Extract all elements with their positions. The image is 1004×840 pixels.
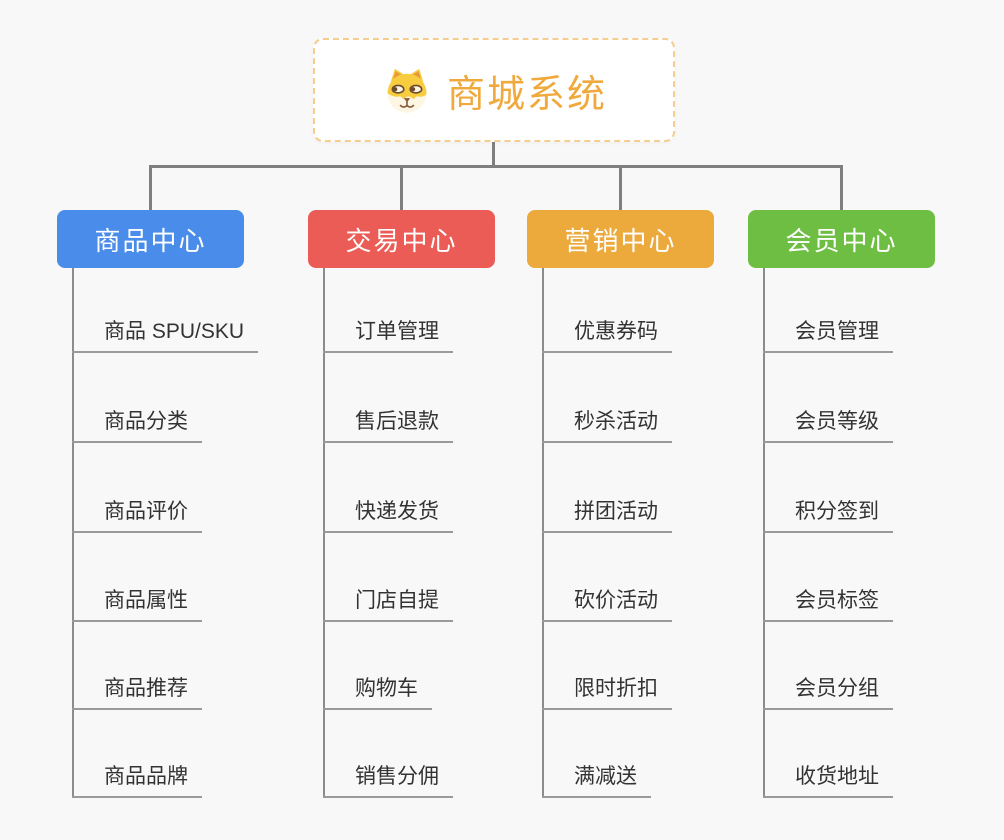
child-trunk-line: [323, 268, 325, 798]
child-trunk-line: [542, 268, 544, 798]
branch-member-center[interactable]: 会员中心: [748, 210, 935, 268]
child-topic[interactable]: 门店自提: [323, 589, 453, 622]
root-topic-title: 商城系统: [446, 73, 607, 116]
child-topic[interactable]: 拼团活动: [542, 500, 672, 533]
child-topic[interactable]: 订单管理: [323, 320, 453, 353]
child-trunk-line: [72, 268, 74, 798]
branch-product-center[interactable]: 商品中心: [57, 210, 244, 268]
child-topic[interactable]: 商品评价: [72, 500, 202, 533]
root-topic[interactable]: 商城系统: [313, 38, 675, 142]
child-trunk-line: [763, 268, 765, 798]
child-topic[interactable]: 限时折扣: [542, 677, 672, 710]
child-topic[interactable]: 收货地址: [763, 765, 893, 798]
dog-icon: [381, 64, 433, 116]
child-topic[interactable]: 会员等级: [763, 410, 893, 443]
branch-connector-bar: [149, 165, 843, 168]
root-connector-stem: [492, 141, 495, 168]
child-topic[interactable]: 会员管理: [763, 320, 893, 353]
child-topic[interactable]: 销售分佣: [323, 765, 453, 798]
child-topic[interactable]: 商品 SPU/SKU: [72, 320, 259, 353]
child-topic[interactable]: 会员分组: [763, 677, 893, 710]
branch-marketing-center[interactable]: 营销中心: [527, 210, 714, 268]
branch-connector-drop: [149, 165, 152, 211]
child-topic[interactable]: 优惠券码: [542, 320, 672, 353]
child-topic[interactable]: 快递发货: [323, 500, 453, 533]
child-topic[interactable]: 购物车: [323, 677, 432, 710]
branch-connector-drop: [619, 165, 622, 211]
branch-trade-center[interactable]: 交易中心: [308, 210, 495, 268]
branch-connector-drop: [840, 165, 843, 211]
child-topic[interactable]: 满减送: [542, 765, 651, 798]
child-topic[interactable]: 商品属性: [72, 589, 202, 622]
child-topic[interactable]: 商品分类: [72, 410, 202, 443]
child-topic[interactable]: 商品品牌: [72, 765, 202, 798]
child-topic[interactable]: 售后退款: [323, 410, 453, 443]
child-topic[interactable]: 积分签到: [763, 500, 893, 533]
child-topic[interactable]: 秒杀活动: [542, 410, 672, 443]
child-topic[interactable]: 砍价活动: [542, 589, 672, 622]
child-topic[interactable]: 商品推荐: [72, 677, 202, 710]
child-topic[interactable]: 会员标签: [763, 589, 893, 622]
branch-connector-drop: [400, 165, 403, 211]
